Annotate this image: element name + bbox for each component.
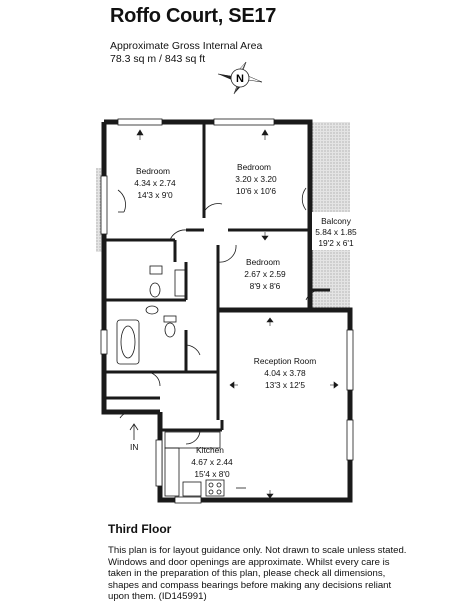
dimension-markers xyxy=(136,129,339,499)
room-name: Bedroom xyxy=(246,257,280,267)
room-name: Bedroom xyxy=(136,166,170,176)
area-heading: Approximate Gross Internal Area xyxy=(110,40,263,52)
interior-walls xyxy=(104,122,330,432)
windows xyxy=(100,118,354,504)
room-bedroom-1: Bedroom 4.34 x 2.74 14'3 x 9'0 xyxy=(134,166,176,200)
room-name: Kitchen xyxy=(196,445,224,455)
toilet-icon xyxy=(164,322,176,338)
hob-icon xyxy=(205,479,225,497)
fixtures xyxy=(116,265,246,497)
room-metric: 4.67 x 2.44 xyxy=(191,457,233,467)
sink-icon xyxy=(145,305,159,315)
room-metric: 5.84 x 1.85 xyxy=(315,227,357,237)
room-balcony: Balcony 5.84 x 1.85 19'2 x 6'1 xyxy=(312,212,357,250)
area-value: 78.3 sq m / 843 sq ft xyxy=(110,53,206,65)
room-bedroom-2: Bedroom 3.20 x 3.20 10'6 x 10'6 xyxy=(235,162,277,196)
room-name: Bedroom xyxy=(237,162,271,172)
door-swings xyxy=(117,187,319,445)
room-imperial: 10'6 x 10'6 xyxy=(236,186,276,196)
disclaimer-text: This plan is for layout guidance only. N… xyxy=(108,545,407,603)
room-metric: 3.20 x 3.20 xyxy=(235,174,277,184)
room-imperial: 8'9 x 8'6 xyxy=(250,281,281,291)
window-hatch xyxy=(96,168,104,252)
room-name: Reception Room xyxy=(254,356,316,366)
bathtub-icon xyxy=(116,319,140,365)
room-metric: 4.04 x 3.78 xyxy=(264,368,306,378)
room-metric: 2.67 x 2.59 xyxy=(244,269,286,279)
room-name: Balcony xyxy=(321,216,352,226)
room-imperial: 14'3 x 9'0 xyxy=(137,190,173,200)
room-bedroom-3: Bedroom 2.67 x 2.59 8'9 x 8'6 xyxy=(244,257,286,291)
room-metric: 4.34 x 2.74 xyxy=(134,178,176,188)
room-imperial: 19'2 x 6'1 xyxy=(318,238,354,248)
gross-area: Approximate Gross Internal Area 78.3 sq … xyxy=(110,40,262,66)
compass-north-label: N xyxy=(236,73,244,85)
compass-icon: N xyxy=(217,61,263,95)
room-imperial: 13'3 x 12'5 xyxy=(265,380,305,390)
entrance-arrow-icon xyxy=(129,423,139,440)
room-kitchen: Kitchen 4.67 x 2.44 15'4 x 8'0 xyxy=(191,445,233,479)
room-reception: Reception Room 4.04 x 3.78 13'3 x 12'5 xyxy=(254,356,316,390)
entrance-label: IN xyxy=(130,442,138,452)
kitchen-counter xyxy=(164,431,221,449)
room-imperial: 15'4 x 8'0 xyxy=(194,469,230,479)
floor-label: Third Floor xyxy=(108,522,172,536)
page-title: Roffo Court, SE17 xyxy=(110,5,277,27)
